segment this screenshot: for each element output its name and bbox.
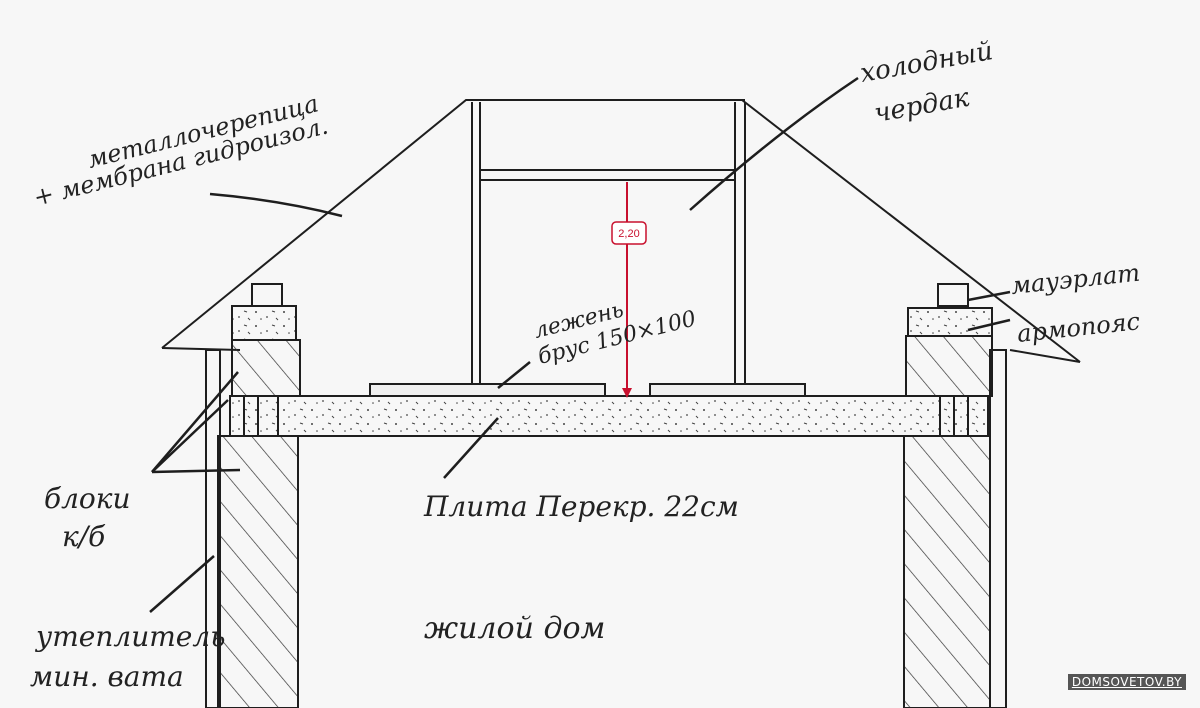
- insulation-label-line1: утеплитель: [34, 620, 225, 653]
- beams: [369, 383, 806, 397]
- mauerlat-label: мауэрлат: [1010, 259, 1141, 300]
- watermark: DOMSOVETOV.BY: [1067, 674, 1186, 690]
- attic-frame: [470, 99, 746, 385]
- leader-lines: [149, 76, 1011, 613]
- slab-label: Плита Перекр. 22см: [423, 490, 739, 523]
- height-label: 2,20: [618, 228, 639, 240]
- armopoyas-label: армопояс: [1016, 307, 1142, 348]
- height-dimension: 2,20: [611, 182, 647, 398]
- attic-label-line1: холодный: [858, 36, 995, 89]
- blocks-label-line1: блоки: [44, 482, 131, 515]
- attic-label-line2: чердак: [872, 83, 972, 129]
- left-wall: [205, 283, 301, 708]
- insulation-label-line2: мин. вата: [30, 660, 184, 693]
- floor-slab: [229, 395, 991, 437]
- right-wall: [903, 283, 1007, 708]
- blocks-label-line2: к/б: [62, 520, 106, 553]
- living-label: жилой дом: [424, 611, 605, 646]
